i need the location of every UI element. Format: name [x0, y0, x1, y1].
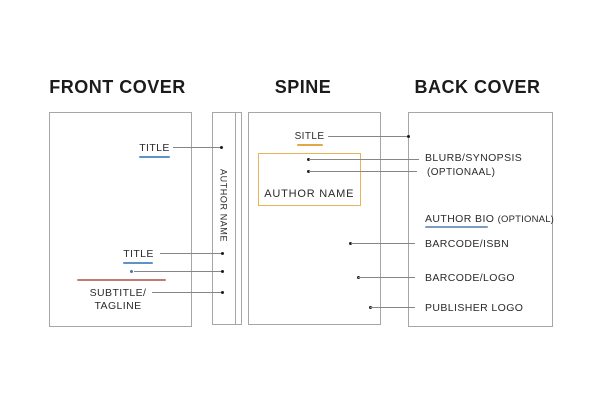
front-subtitle-rule	[77, 279, 166, 282]
back-author-bio-label: AUTHOR BIO (OPTIONAL)	[425, 213, 554, 225]
leader-line-front-subtitle	[152, 292, 223, 294]
front-title-bottom-label: TITLE	[123, 248, 154, 260]
leader-line-front-marker	[134, 271, 223, 272]
front-panel-box	[248, 112, 381, 325]
leader-line-panel-title	[328, 135, 409, 137]
author-bio-note-text: (OPTIONAL)	[497, 214, 555, 225]
spine-divider-line	[234, 112, 236, 325]
back-blurb-note-label: (OPTIONAAL)	[427, 166, 496, 178]
panel-title-underline	[297, 144, 323, 146]
front-title-top-label: TITLE	[139, 141, 170, 154]
front-subtitle-line2: TAGLINE	[94, 300, 142, 312]
back-blurb-label: BLURB/SYNOPSIS	[425, 152, 523, 164]
front-cover-box	[49, 112, 192, 327]
back-cover-heading: BACK COVER	[414, 77, 541, 97]
leader-dot-front-marker	[221, 269, 224, 273]
back-barcode-logo-label: BARCODE/LOGO	[425, 272, 515, 284]
front-title-bottom-underline	[123, 262, 153, 264]
author-name-frame	[257, 152, 361, 206]
leader-line-blurb-note	[308, 170, 417, 172]
front-title-top-underline	[139, 156, 170, 158]
front-subtitle-label: SUBTITLE/ TAGLINE	[90, 287, 147, 313]
leader-line-front-title-bottom	[160, 253, 222, 255]
spine-box	[212, 112, 242, 325]
leader-dot-front-title-top	[220, 145, 224, 149]
author-bio-text: AUTHOR BIO	[425, 213, 495, 225]
spine-author-name-vertical-label: AUTHOR NAME	[218, 169, 229, 243]
leader-line-barcode-logo	[358, 277, 416, 279]
author-bio-underline	[425, 226, 488, 228]
leader-line-blurb	[308, 158, 419, 160]
front-subtitle-line1: SUBTITLE/	[89, 287, 147, 299]
back-barcode-isbn-label: BARCODE/ISBN	[425, 237, 510, 250]
leader-dot-front-title-bottom	[221, 252, 224, 256]
front-marker-blue-dot	[130, 270, 133, 274]
spine-heading: SPINE	[274, 77, 332, 97]
back-cover-box	[408, 112, 553, 327]
leader-line-publisher-logo	[370, 307, 415, 309]
leader-dot-front-subtitle	[221, 291, 224, 295]
leader-line-barcode-isbn	[350, 243, 416, 245]
leader-line-front-title-top	[173, 146, 222, 148]
panel-author-name-label: AUTHOR NAME	[264, 188, 355, 200]
leader-dot-panel-title	[406, 134, 410, 138]
back-publisher-logo-label: PUBLISHER LOGO	[425, 302, 524, 314]
front-cover-heading: FRONT COVER	[49, 77, 186, 97]
panel-title-label: SITLE	[294, 130, 325, 142]
